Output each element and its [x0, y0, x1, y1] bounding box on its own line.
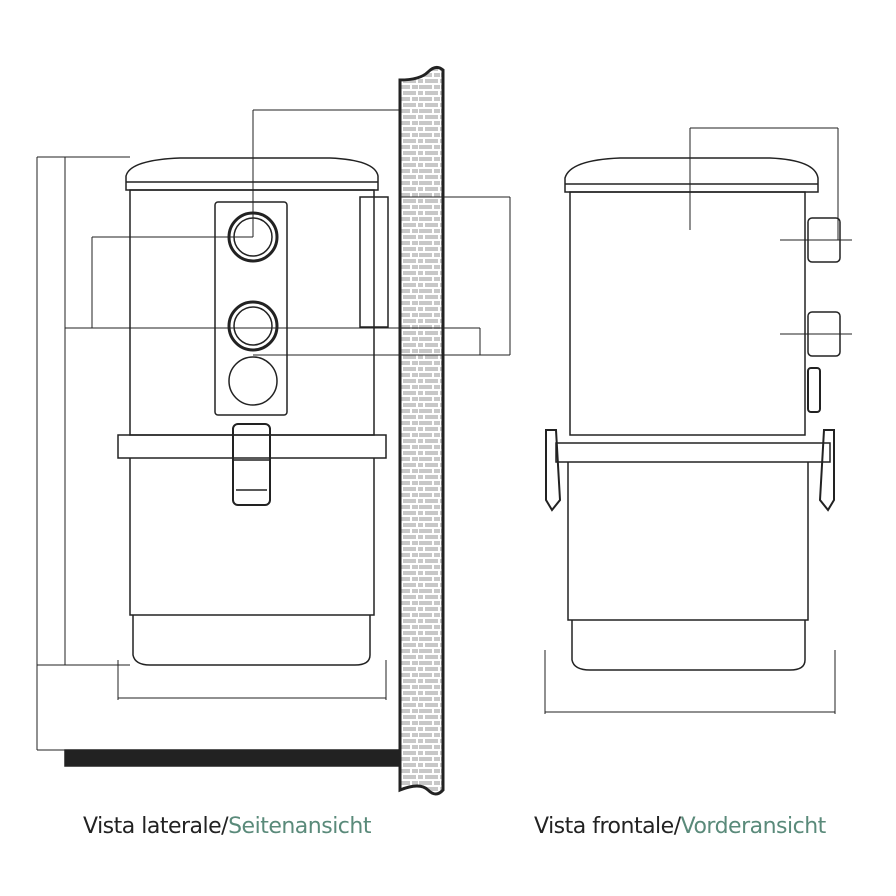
front-view-unit	[545, 157, 841, 671]
caption-italian: Vista laterale/	[83, 814, 229, 839]
side-view-caption: Vista laterale/Seitenansicht	[83, 814, 371, 839]
floor	[64, 749, 399, 767]
side-view-unit	[117, 157, 389, 666]
side-dimensions	[36, 109, 511, 751]
front-dimensions	[544, 127, 852, 714]
caption-italian: Vista frontale/	[534, 814, 681, 839]
caption-german: Vorderansicht	[680, 814, 827, 839]
wall	[398, 65, 445, 796]
front-view-caption: Vista frontale/Vorderansicht	[534, 814, 826, 839]
caption-german: Seitenansicht	[228, 814, 371, 839]
